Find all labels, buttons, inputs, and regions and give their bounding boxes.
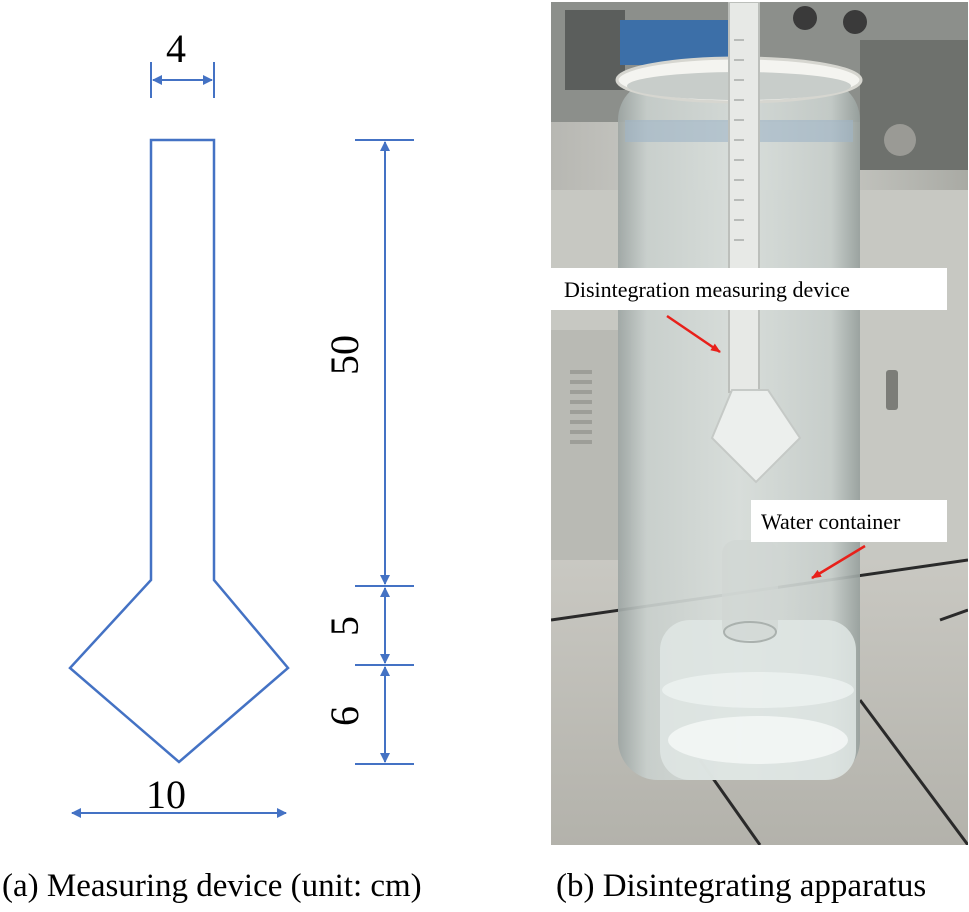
- dim-label-shaft-length: 50: [322, 335, 367, 375]
- label-device-text: Disintegration measuring device: [564, 277, 850, 302]
- label-container-text: Water container: [761, 509, 901, 534]
- dimension-bottom-width: 10: [71, 772, 287, 818]
- arrow-to-container: [811, 544, 866, 580]
- dim-label-cone-upper: 5: [322, 616, 367, 636]
- dim-label-bottom-width: 10: [146, 772, 186, 817]
- dim-label-top-width: 4: [166, 26, 186, 71]
- dim-label-cone-lower: 6: [322, 706, 367, 726]
- caption-panel-a: (a) Measuring device (unit: cm): [2, 868, 422, 904]
- dimension-top-width: 4: [150, 26, 215, 98]
- arrow-to-device: [666, 314, 721, 354]
- apparatus-photo: Disintegration measuring device Water co…: [551, 2, 968, 845]
- label-device-box: Disintegration measuring device: [551, 268, 947, 310]
- cabinet-vent-icon: [570, 370, 592, 444]
- device-outline: [68, 138, 290, 764]
- dimension-vertical-chain: 50 5 6: [322, 139, 414, 765]
- label-container-box: Water container: [751, 500, 947, 542]
- device-drawing: [68, 138, 290, 764]
- caption-panel-b: (b) Disintegrating apparatus: [556, 868, 927, 904]
